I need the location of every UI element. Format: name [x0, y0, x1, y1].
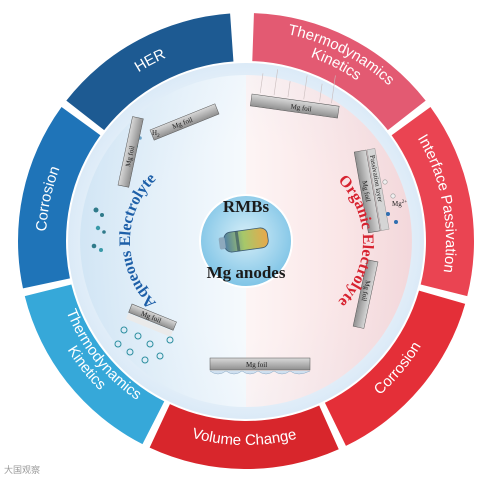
- volume-foil-label: Mg foil: [246, 361, 267, 369]
- corrosion-left-particles: [91, 207, 106, 252]
- segment-corrosion-left: [18, 106, 101, 289]
- segment-interface-passivation: [391, 106, 474, 297]
- center-title-rmbs: RMBs: [223, 197, 270, 216]
- passivation-foil-label: Mg foil: [360, 180, 372, 202]
- corrosion-right-panel: Mg foil: [352, 259, 379, 329]
- volume-panel: Mg foil: [209, 357, 311, 375]
- corrosion-left-foil: [117, 116, 144, 188]
- corrosion-left-panel: Mg foil: [117, 116, 144, 188]
- center-title-mg-anodes: Mg anodes: [207, 263, 286, 282]
- thermo-left-foil: [128, 303, 177, 331]
- segment-corrosion-right: [324, 290, 466, 446]
- corrosion-right-foil: [352, 259, 379, 329]
- passivation-foil: [353, 149, 381, 234]
- segment-volume-change: [149, 404, 339, 469]
- thermo-right-panel: Mg foil: [250, 69, 340, 119]
- center-hub: RMBs Mg anodes: [199, 194, 293, 288]
- segment-her: [66, 13, 234, 131]
- thermo-left-particles: [114, 326, 174, 364]
- her-gas-label: H2: [152, 129, 160, 139]
- her-foil: [149, 103, 220, 141]
- aqueous-half: [80, 75, 246, 407]
- her-panel: Mg foil: [149, 103, 220, 141]
- watermark: 大国观察: [4, 466, 41, 476]
- segment-thermo-kinetics-left: [24, 284, 165, 445]
- battery-icon: [218, 227, 269, 253]
- passivation-ions: [382, 179, 398, 224]
- thermo-right-foil-label: Mg foil: [290, 103, 312, 114]
- segment-thermo-kinetics-right: [252, 13, 426, 131]
- volume-foil: [209, 357, 311, 371]
- passivation-ion-label: Mg2+: [392, 200, 407, 208]
- thermo-right-foil: [250, 93, 340, 119]
